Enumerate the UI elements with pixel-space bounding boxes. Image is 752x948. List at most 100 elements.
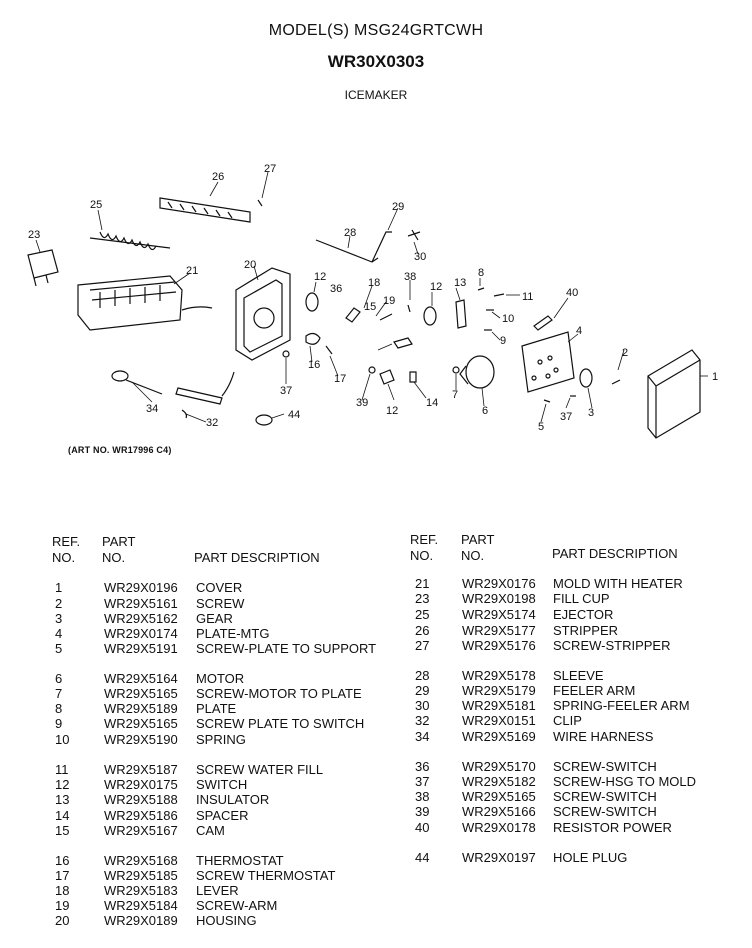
ref-no-header-right: REF.NO.: [410, 532, 439, 563]
description-cell: SLEEVE: [553, 668, 604, 683]
ref-number-cell: 19: [55, 898, 70, 913]
callout-label: 27: [264, 163, 276, 175]
part-number-cell: WR29X5167: [104, 823, 178, 838]
description-cell: SCREW-HSG TO MOLD: [553, 774, 697, 789]
ref-number-cell: 12: [55, 777, 70, 792]
description-cell: FEELER ARM: [553, 683, 636, 698]
ref-number-cell: 9: [55, 716, 63, 731]
art-number: (ART NO. WR17996 C4): [68, 445, 172, 455]
description-cell: STRIPPER: [553, 623, 619, 638]
description-cell: CLIP: [553, 713, 582, 728]
leader-lines: [35, 171, 708, 423]
callout-label: 21: [186, 265, 198, 277]
screw-parts: [477, 287, 553, 331]
description-cell: SCREW-SWITCH: [553, 804, 657, 819]
feeler-arm-part: [315, 229, 421, 263]
callout-label: 8: [478, 267, 484, 279]
description-cell: PLATE-MTG: [196, 626, 270, 641]
part-number-cell: WR29X0178: [462, 820, 536, 835]
part-number-cell: WR29X5162: [104, 611, 178, 626]
ref-number-cell: 20: [55, 913, 70, 928]
callout-label: 5: [538, 421, 544, 433]
mold-part: [77, 275, 213, 331]
description-cell: RESISTOR POWER: [553, 820, 672, 835]
ref-no-header-left: REF.NO.: [52, 534, 81, 565]
callout-label: 10: [502, 313, 514, 325]
ref-number-cell: 13: [55, 792, 70, 807]
callout-label: 25: [90, 199, 102, 211]
description-cell: FILL CUP: [553, 591, 610, 606]
callout-label: 44: [288, 409, 300, 421]
part-number-cell: WR29X5165: [104, 716, 178, 731]
callout-label: 3: [588, 407, 594, 419]
ref-number-cell: 28: [415, 668, 430, 683]
description-cell: SCREW THERMOSTAT: [196, 868, 336, 883]
description-cell: SCREW PLATE TO SWITCH: [196, 716, 365, 731]
callout-label: 16: [308, 359, 320, 371]
part-number-cell: WR29X0198: [462, 591, 536, 606]
ref-number-cell: 40: [415, 820, 430, 835]
ref-number-cell: 29: [415, 683, 430, 698]
description-cell: MOLD WITH HEATER: [553, 576, 683, 591]
ref-number-cell: 17: [55, 868, 70, 883]
description-cell: COVER: [196, 580, 243, 595]
description-cell: SWITCH: [196, 777, 248, 792]
part-number-cell: WR29X5170: [462, 759, 536, 774]
description-cell: PLATE: [196, 701, 237, 716]
ref-number-cell: 18: [55, 883, 70, 898]
part-number-cell: WR29X5186: [104, 808, 178, 823]
description-cell: HOLE PLUG: [553, 850, 628, 865]
assembly-part-number: WR30X0303: [327, 52, 425, 71]
description-cell: EJECTOR: [553, 607, 614, 622]
fill-cup-part: [27, 249, 59, 287]
callout-label: 29: [392, 201, 404, 213]
callout-label: 12: [386, 405, 398, 417]
description-cell: SPRING: [196, 732, 246, 747]
callout-label: 26: [212, 171, 224, 183]
part-number-cell: WR29X0174: [104, 626, 178, 641]
callout-label: 28: [344, 227, 356, 239]
description-cell: MOTOR: [196, 671, 245, 686]
callout-label: 23: [28, 229, 40, 241]
description-cell: GEAR: [196, 611, 233, 626]
callout-label: 11: [522, 291, 533, 303]
mounting-plate-part: [521, 331, 575, 393]
motor-part: [459, 355, 495, 389]
callout-label: 37: [560, 411, 572, 423]
callout-label: 12: [430, 281, 442, 293]
callout-label: 19: [383, 295, 395, 307]
description-cell: SCREW-SWITCH: [553, 789, 657, 804]
callout-labels: 1234567891011121212131415161718192021232…: [28, 163, 718, 433]
ref-number-cell: 5: [55, 641, 63, 656]
part-number-cell: WR29X5179: [462, 683, 536, 698]
ref-number-cell: 26: [415, 623, 430, 638]
callout-label: 14: [426, 397, 438, 409]
ref-number-cell: 6: [55, 671, 63, 686]
ref-number-cell: 8: [55, 701, 63, 716]
part-number-cell: WR29X5169: [462, 729, 536, 744]
part-number-cell: WR29X5187: [104, 762, 178, 777]
callout-label: 18: [368, 277, 380, 289]
part-number-cell: WR29X5188: [104, 792, 178, 807]
description-cell: SCREW-ARM: [196, 898, 278, 913]
part-number-cell: WR29X5177: [462, 623, 536, 638]
callout-label: 39: [356, 397, 368, 409]
callout-label: 32: [206, 417, 218, 429]
switch-parts: [282, 292, 467, 385]
description-cell: LEVER: [196, 883, 239, 898]
ref-number-cell: 14: [55, 808, 70, 823]
callout-label: 40: [566, 287, 578, 299]
ref-number-cell: 10: [55, 732, 70, 747]
part-number-cell: WR29X0151: [462, 713, 536, 728]
part-number-cell: WR29X0176: [462, 576, 536, 591]
part-number-cell: WR29X5176: [462, 638, 536, 653]
description-cell: INSULATOR: [196, 792, 270, 807]
ref-number-cell: 4: [55, 626, 63, 641]
part-number-cell: WR29X5182: [462, 774, 536, 789]
ref-number-cell: 3: [55, 611, 63, 626]
description-cell: SPACER: [196, 808, 249, 823]
ref-number-cell: 2: [55, 596, 63, 611]
description-cell: SCREW WATER FILL: [196, 762, 324, 777]
part-number-cell: WR29X5161: [104, 596, 178, 611]
